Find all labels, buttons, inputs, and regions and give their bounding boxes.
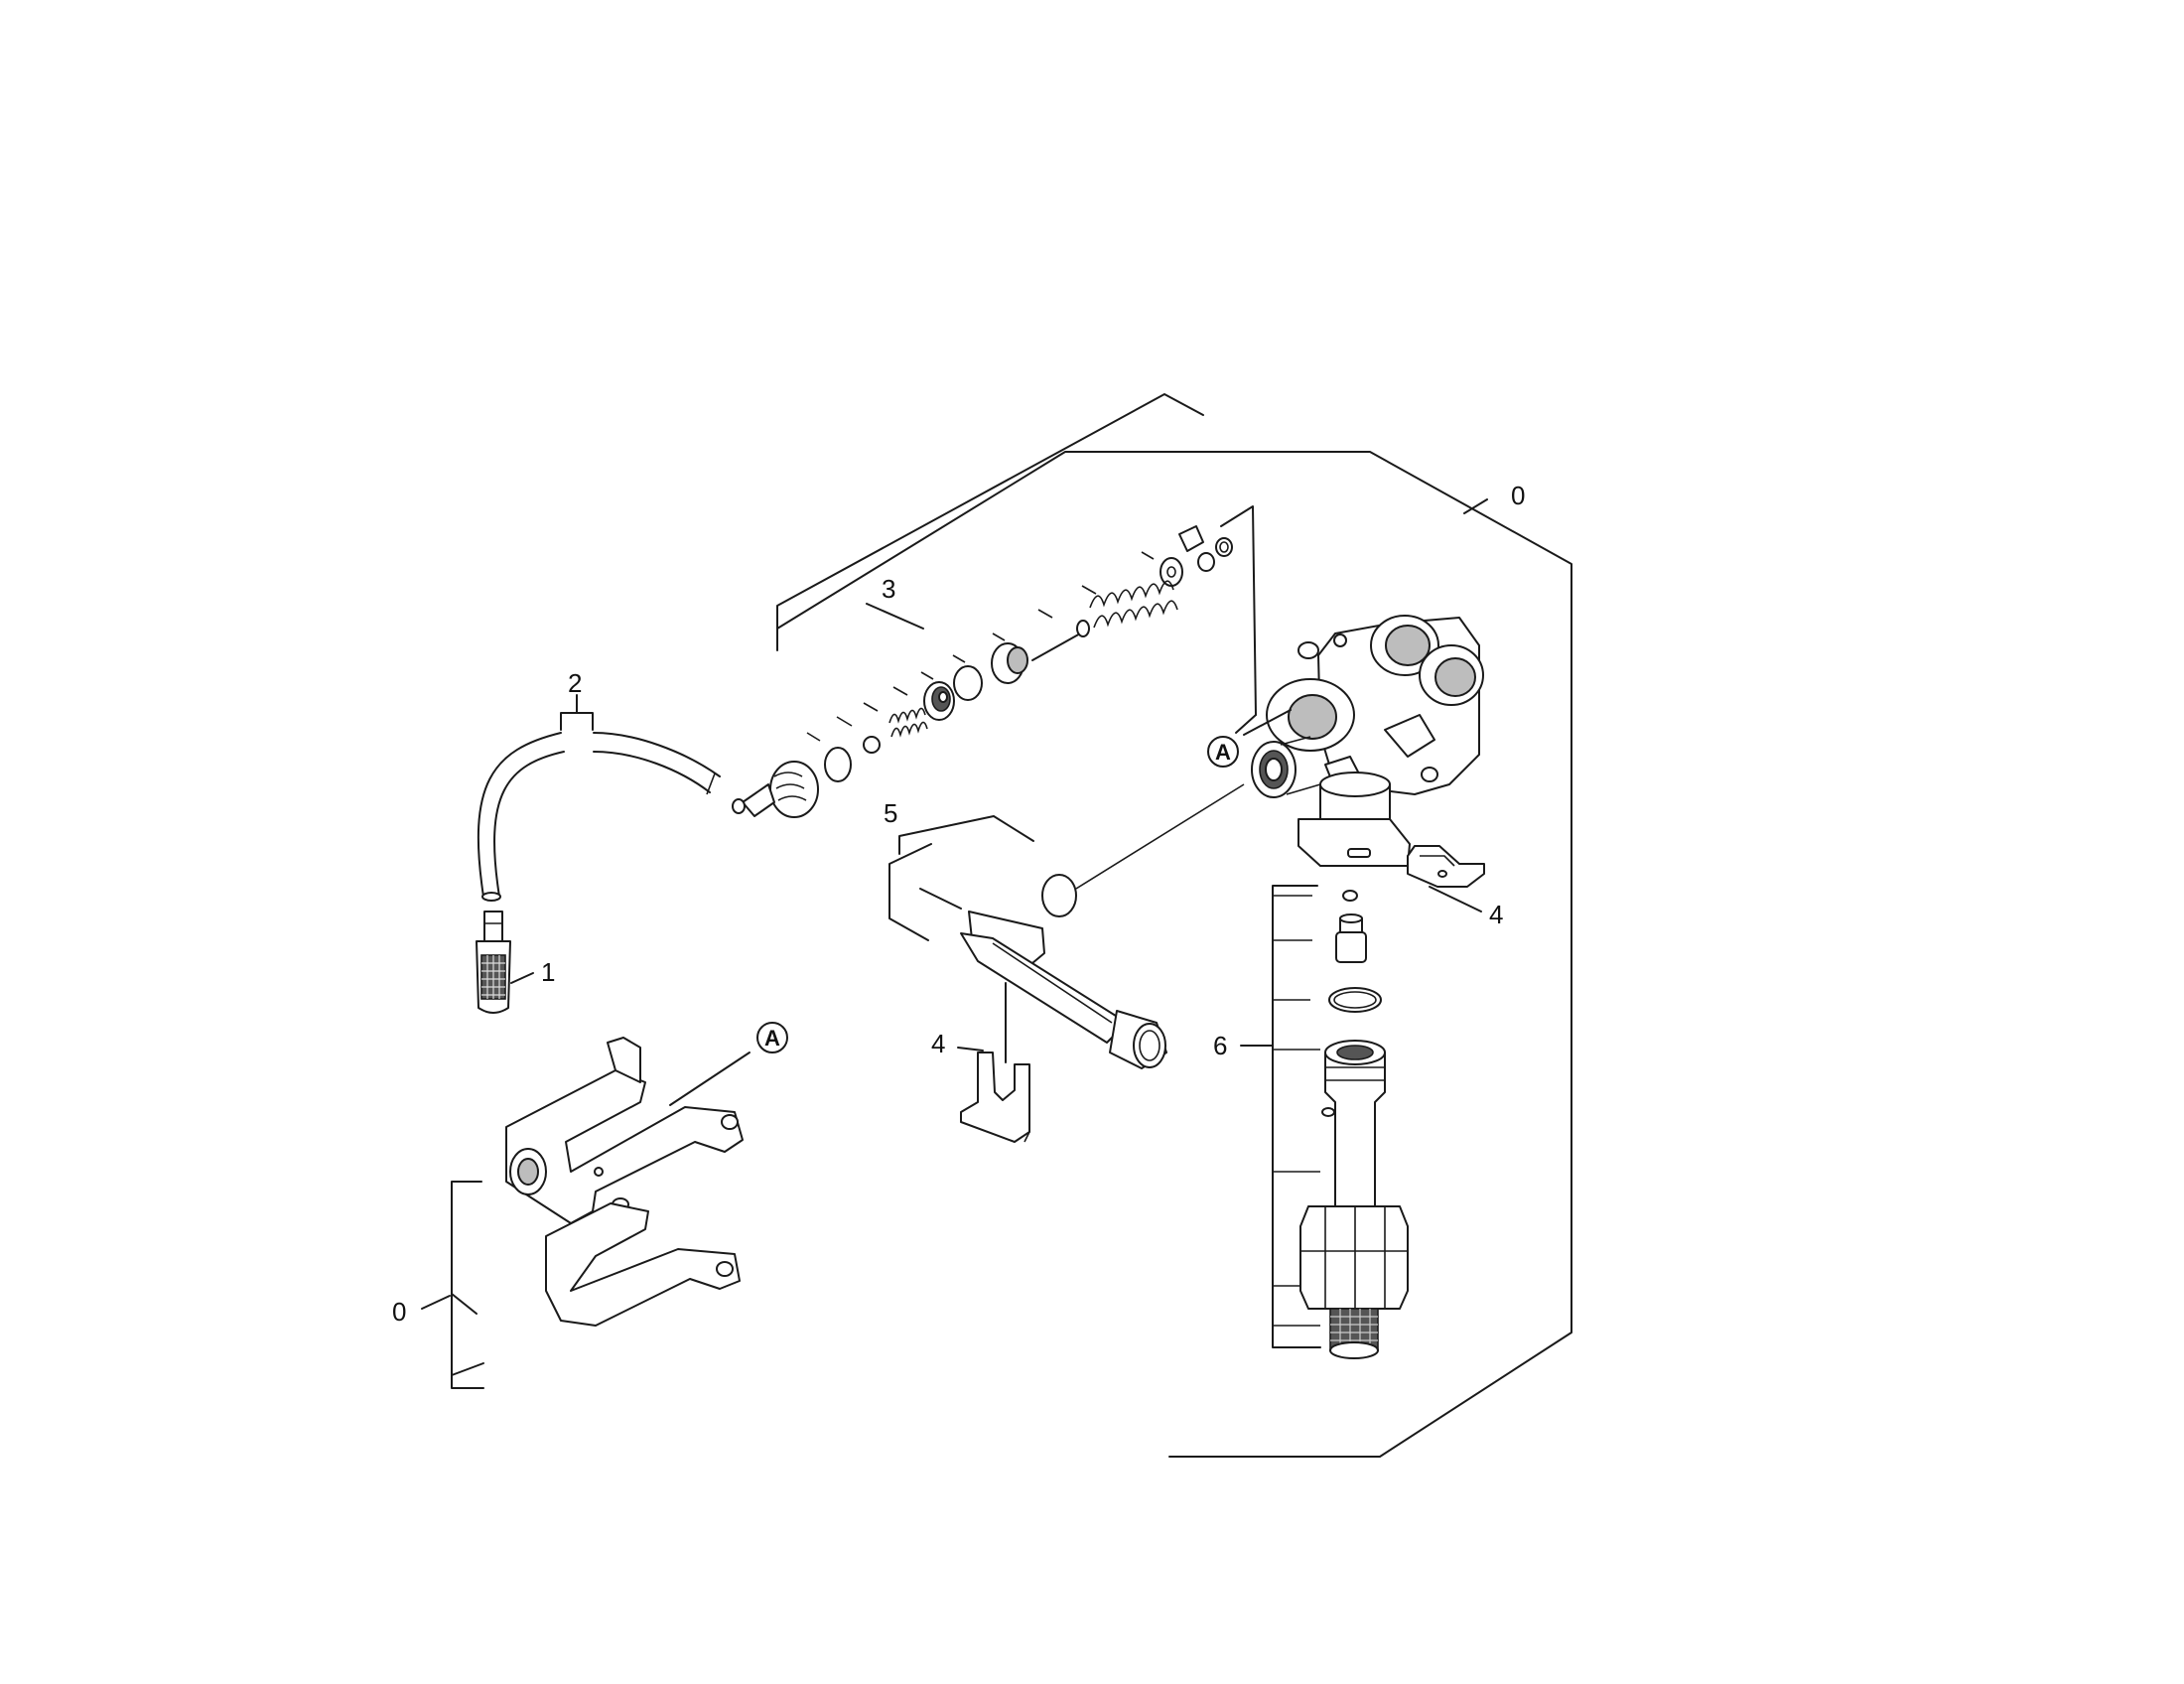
callout-2-hose: 2 bbox=[568, 668, 582, 698]
callout-5-pipe-kit: 5 bbox=[884, 798, 897, 828]
suction-tube-part bbox=[1321, 1040, 1386, 1207]
pipe-kit-bracket bbox=[888, 815, 1034, 941]
assembly-bracket-outline bbox=[776, 451, 1572, 1458]
ref-mark-a-label: A bbox=[1215, 740, 1231, 765]
large-spring-part bbox=[1089, 580, 1178, 629]
callout-1-strainer: 1 bbox=[541, 957, 555, 987]
callout-6-suction-kit: 6 bbox=[1213, 1031, 1227, 1060]
bracket-assembly-outline bbox=[421, 1181, 484, 1389]
pipe-part bbox=[960, 911, 1167, 1069]
valve-kit-bracket bbox=[776, 393, 1257, 734]
callout-0-assembly: 0 bbox=[1511, 481, 1525, 510]
clip-left-leader bbox=[957, 1047, 984, 1052]
valve-nut-part bbox=[1178, 525, 1204, 552]
suction-nut-part bbox=[1299, 1205, 1409, 1310]
pipe-oring-part bbox=[1041, 783, 1245, 917]
clip-left-part bbox=[960, 1052, 1030, 1143]
callout-0-bracket: 0 bbox=[392, 1297, 406, 1327]
ball-part bbox=[863, 736, 881, 754]
ref-mark-pump: A bbox=[1207, 709, 1292, 768]
lower-bracket-part bbox=[545, 1202, 741, 1327]
ref-mark-bracket: A bbox=[669, 1022, 788, 1106]
upper-bracket-part bbox=[505, 1037, 744, 1224]
suction-filter-part bbox=[1329, 1308, 1379, 1359]
suction-oring-part bbox=[1328, 987, 1382, 1013]
ref-mark-a-bracket-label: A bbox=[764, 1026, 780, 1051]
small-spring-part bbox=[888, 707, 928, 738]
pump-outlet-fitting-part bbox=[1251, 736, 1321, 798]
clip-right-part bbox=[1407, 845, 1485, 888]
callout-3-valve-kit: 3 bbox=[882, 574, 895, 604]
hose-callout-bracket bbox=[560, 694, 594, 731]
small-oring-part bbox=[1197, 552, 1215, 572]
suction-valve-part bbox=[1335, 913, 1367, 963]
valve-cap-part bbox=[1215, 537, 1233, 557]
piston-oring-part bbox=[953, 665, 983, 701]
inlet-fitting-part bbox=[732, 761, 819, 818]
hose-part bbox=[477, 732, 721, 902]
piston-part bbox=[991, 620, 1090, 684]
valve-kit-leaders bbox=[806, 551, 1155, 742]
callout-4-clip-left: 4 bbox=[931, 1029, 945, 1058]
strainer-leader bbox=[510, 972, 534, 984]
fitting-oring-part bbox=[824, 747, 852, 782]
callout-4-clip-right: 4 bbox=[1489, 900, 1503, 929]
pump-head-part bbox=[1266, 615, 1484, 795]
seal-part bbox=[923, 681, 955, 721]
strainer-part bbox=[476, 911, 511, 1014]
pump-base-part bbox=[1297, 772, 1411, 867]
clip-right-leader bbox=[1429, 886, 1482, 912]
suction-small-oring-part bbox=[1342, 890, 1358, 902]
suction-kit-bracket bbox=[1240, 885, 1321, 1348]
washer-part bbox=[1160, 557, 1183, 587]
